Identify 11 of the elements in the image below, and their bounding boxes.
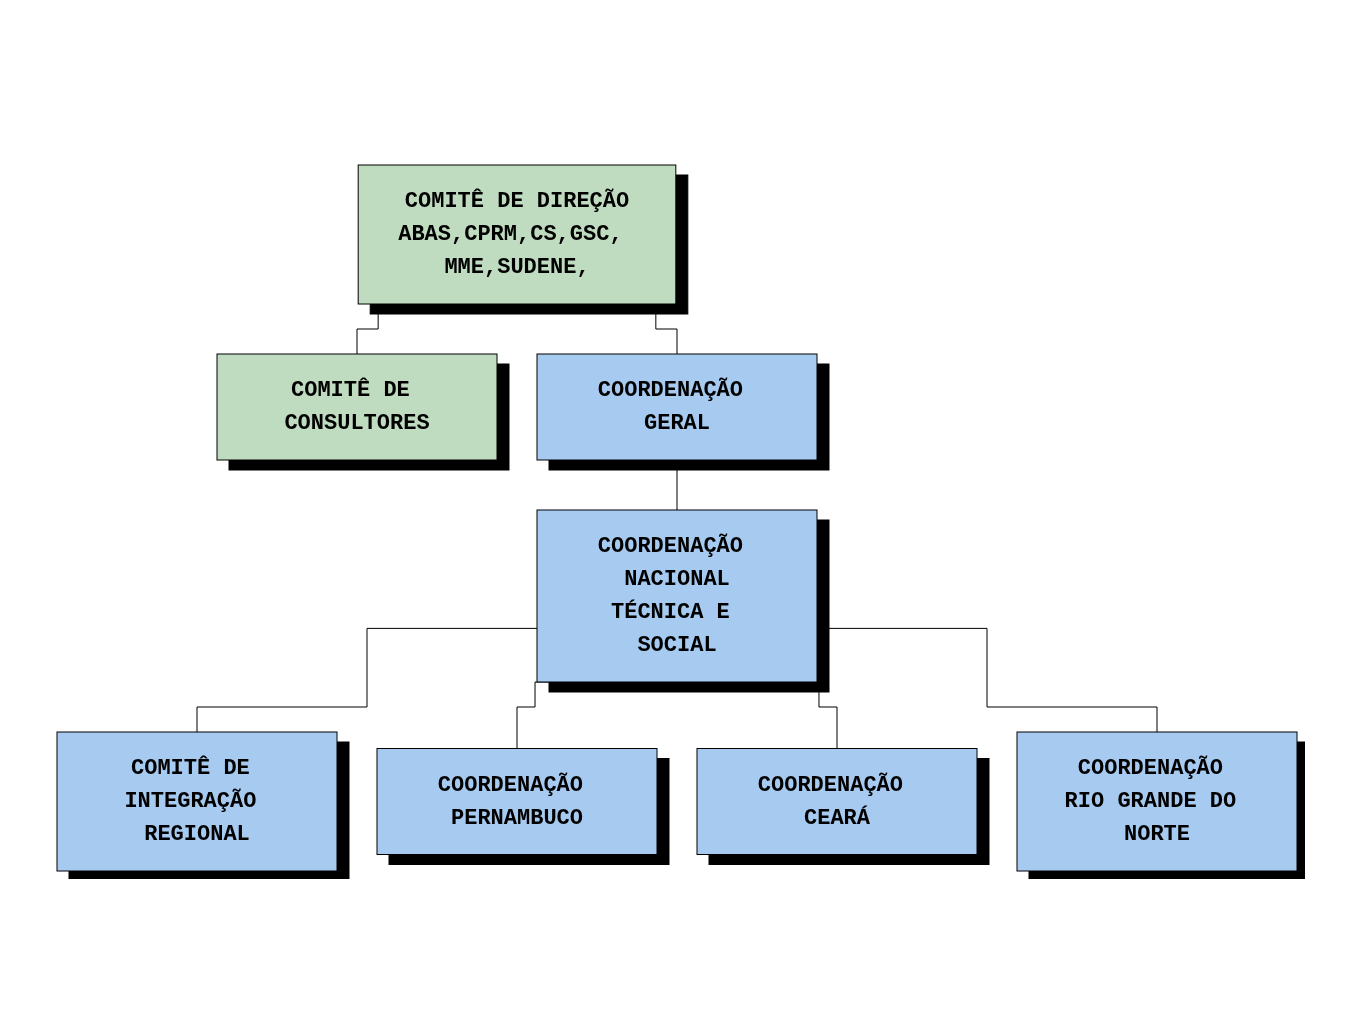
node-box: COORDENAÇÃO CEARÁ: [696, 748, 977, 855]
node-box: COORDENAÇÃO GERAL: [536, 353, 817, 461]
node-box: COORDENAÇÃO PERNAMBUCO: [376, 748, 657, 855]
node-box: COORDENAÇÃO NACIONAL TÉCNICA E SOCIAL: [536, 509, 817, 683]
node-box: COORDENAÇÃO RIO GRANDE DO NORTE: [1016, 731, 1297, 872]
node-box: COMITÊ DE CONSULTORES: [216, 353, 497, 461]
node-box: COMITÊ DE INTEGRAÇÃO REGIONAL: [56, 731, 337, 872]
node-box: COMITÊ DE DIREÇÃO ABAS,CPRM,CS,GSC, MME,SUDENE,: [357, 164, 676, 305]
connector: [676, 459, 677, 511]
connector: [816, 627, 1157, 733]
connector: [196, 627, 537, 733]
